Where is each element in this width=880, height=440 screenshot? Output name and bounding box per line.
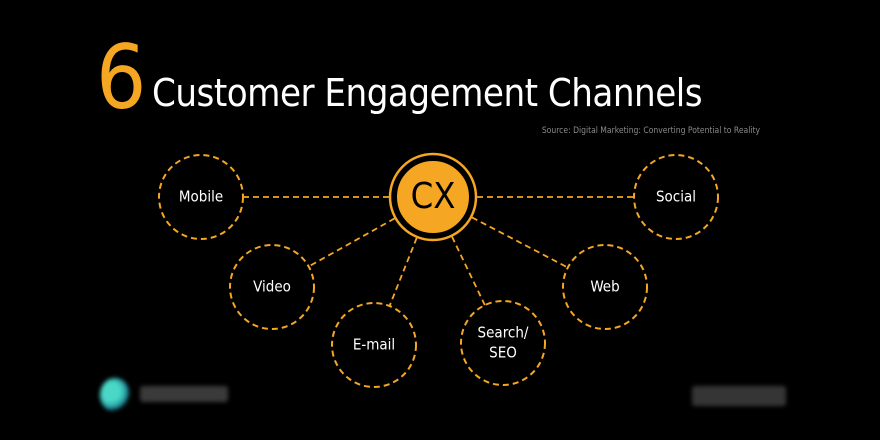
channel-circle [331, 302, 417, 388]
channel-node-social: Social [633, 154, 719, 240]
brand-logo-left [96, 376, 236, 416]
channel-node-mobile: Mobile [158, 154, 244, 240]
connector-video [308, 217, 396, 268]
channel-label: Search/ [478, 324, 529, 342]
logo-wordmark [140, 386, 228, 402]
channel-node-email: E-mail [331, 302, 417, 388]
channel-node-video: Video [229, 244, 315, 330]
logo-mark-icon [100, 378, 130, 412]
channel-circle [460, 300, 546, 386]
channel-circle [562, 244, 648, 330]
channel-node-search-seo: Search/SEO [460, 300, 546, 386]
connector-email [388, 237, 418, 307]
title-number: 6 [96, 26, 147, 129]
hub-label: CX [411, 176, 456, 217]
connector-search-seo [451, 236, 486, 306]
source-citation: Source: Digital Marketing: Converting Po… [541, 126, 760, 136]
channel-label: Web [590, 278, 619, 296]
channel-label: Mobile [179, 188, 223, 206]
page-title: Customer Engagement Channels [152, 71, 703, 115]
channel-circle [158, 154, 244, 240]
channel-label: E-mail [353, 336, 395, 354]
channel-label: Video [253, 278, 291, 296]
connectors [243, 196, 634, 307]
connector-web [471, 216, 569, 269]
hub-node: CX [388, 152, 478, 242]
channel-circle [633, 154, 719, 240]
channel-circle [229, 244, 315, 330]
channel-label: Social [656, 188, 696, 206]
channel-label: SEO [489, 344, 517, 362]
hub-circle [395, 159, 471, 235]
brand-logo-right [692, 386, 786, 406]
hub-outer-ring [388, 152, 478, 242]
channel-node-web: Web [562, 244, 648, 330]
